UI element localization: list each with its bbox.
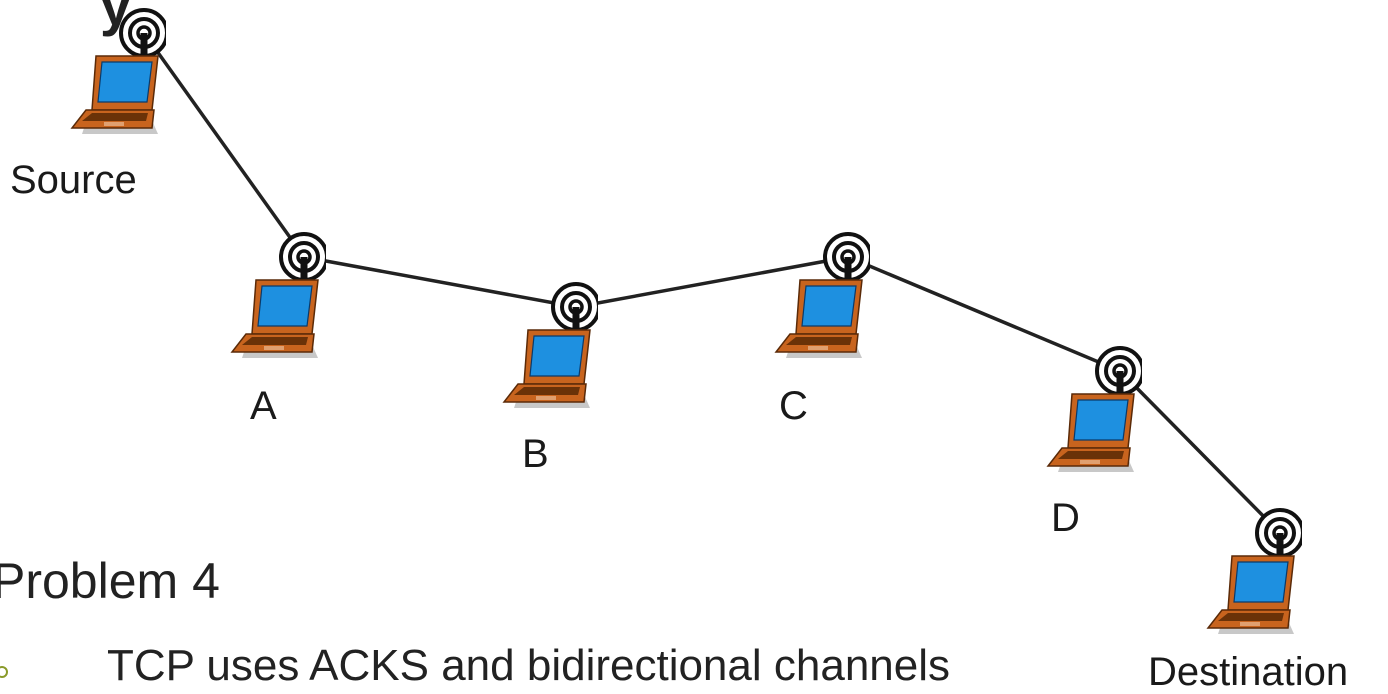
bullet-text: TCP uses ACKS and bidirectional channels (107, 641, 951, 690)
antenna-icon (119, 8, 169, 60)
antenna-icon (1255, 508, 1305, 560)
b-laptop-node (498, 280, 601, 420)
antenna-icon (279, 232, 329, 284)
node-label-destination: Destination (1148, 650, 1349, 694)
bullet-circle-icon (0, 666, 8, 678)
destination-laptop-node (1202, 506, 1305, 646)
node-label-c: C (779, 384, 808, 428)
link-source-a (142, 31, 306, 259)
c-laptop-node (770, 230, 873, 370)
d-laptop-node (1042, 344, 1145, 484)
link-b-c (575, 255, 849, 309)
antenna-icon (1095, 346, 1145, 398)
laptop-icon (502, 329, 591, 408)
slide-heading: Problem 4 (0, 553, 220, 609)
laptop-icon (230, 279, 319, 358)
laptop-icon (1206, 555, 1295, 634)
node-label-b: B (522, 432, 549, 476)
source-laptop-node (66, 6, 169, 146)
node-label-d: D (1051, 496, 1080, 540)
a-laptop-node (226, 230, 329, 370)
link-a-b (303, 255, 577, 309)
antenna-icon (551, 282, 601, 334)
node-label-source: Source (10, 158, 137, 202)
laptop-icon (70, 55, 159, 134)
antenna-icon (823, 232, 873, 284)
link-d-destination (1118, 369, 1282, 535)
link-c-d (847, 255, 1121, 373)
node-label-a: A (250, 384, 277, 428)
laptop-icon (774, 279, 863, 358)
laptop-icon (1046, 393, 1135, 472)
